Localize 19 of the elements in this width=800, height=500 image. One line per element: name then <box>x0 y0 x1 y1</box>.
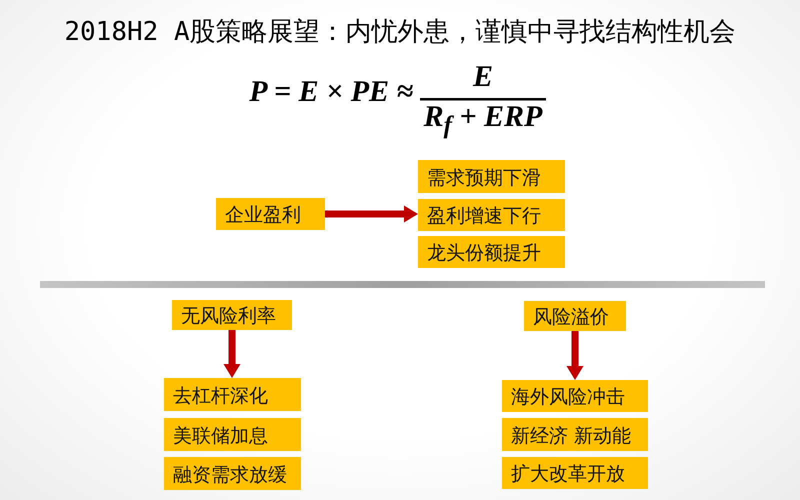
factor-box: 需求预期下滑 <box>418 160 565 193</box>
formula-text: P = E × PE ≈ <box>249 75 413 109</box>
formula-denominator: R$_{f}$ + ERP <box>424 100 542 141</box>
formula-numerator: E <box>473 60 493 94</box>
arrow <box>566 331 584 380</box>
factor-box: 企业盈利 <box>216 198 325 230</box>
factor-box: 新经济 新动能 <box>502 418 648 451</box>
factor-box: 龙头份额提升 <box>418 236 565 268</box>
factor-box: 美联储加息 <box>164 418 301 451</box>
arrow <box>224 330 240 378</box>
factor-box: 风险溢价 <box>524 301 626 331</box>
factor-box: 无风险利率 <box>172 300 292 330</box>
title: 2018H2 A股策略展望：内忧外患，谨慎中寻找结构性机会 <box>64 16 736 48</box>
arrow <box>325 206 418 222</box>
factor-box: 海外风险冲击 <box>502 380 648 412</box>
factor-box: 去杠杆深化 <box>164 378 301 411</box>
factor-box: 扩大改革开放 <box>502 457 648 489</box>
factor-box: 盈利增速下行 <box>418 199 565 231</box>
factor-box: 融资需求放缓 <box>164 457 301 490</box>
